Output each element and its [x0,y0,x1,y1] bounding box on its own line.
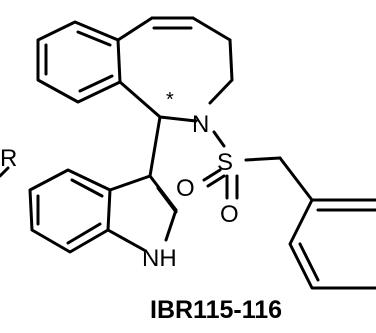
benzyl-group [278,156,376,290]
indole-pyrrole-ring [106,174,178,252]
stereocenter-marker: * [166,89,174,111]
azepine-ring [116,16,234,123]
atom-label-r: R [0,145,17,172]
atom-label-oxygen-left: O [176,175,195,202]
fused-benzene-ring [36,20,122,104]
atom-label-oxygen-bottom: O [220,201,239,228]
r-substituent-bond [0,166,10,178]
indole-benzene-ring [28,168,112,254]
c-c-linker-bond [148,115,162,178]
atom-label-sulfur: S [217,149,233,176]
sulfonyl-group [202,130,282,200]
atom-label-nitrogen: N [192,111,209,138]
atom-label-indole-nh: NH [142,245,177,272]
compound-label: IBR115-116 [150,296,283,324]
